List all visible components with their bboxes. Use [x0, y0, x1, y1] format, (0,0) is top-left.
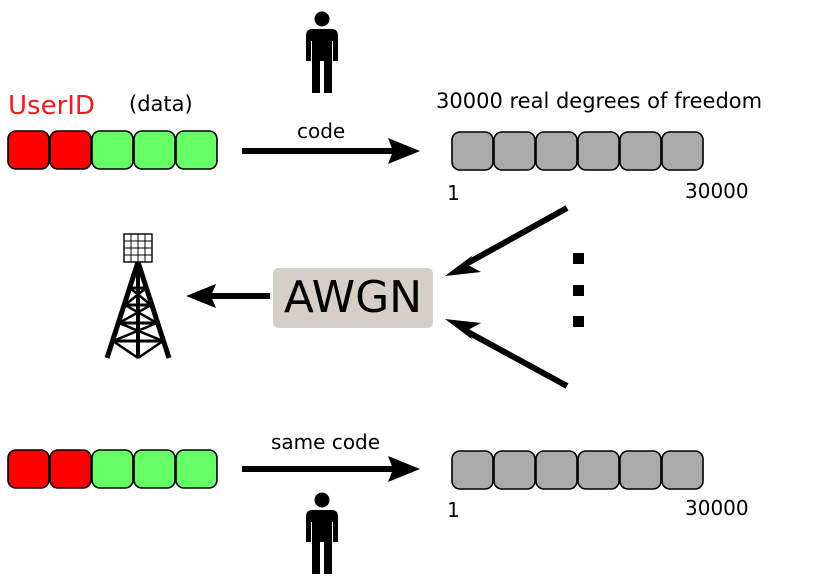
- bottom-code-label: same code: [271, 430, 381, 454]
- top-packet-cell-data-2: [133, 130, 176, 170]
- bottom-packet: [7, 449, 218, 489]
- top-channel-cells: [451, 131, 704, 171]
- lower-converge-arrow-icon: [445, 319, 569, 389]
- top-channel-last-index: 30000: [685, 179, 749, 203]
- top-user-person-icon: [306, 11, 338, 93]
- bottom-packet-cell-userid-2: [49, 449, 92, 489]
- vertical-ellipsis: [573, 253, 584, 327]
- top-packet-cell-userid-2: [49, 130, 92, 170]
- degrees-of-freedom-label: 30000 real degrees of freedom: [436, 89, 763, 113]
- upper-converge-arrow-icon: [445, 205, 569, 276]
- top-packet: [7, 130, 218, 170]
- top-code-arrow-icon: [242, 138, 420, 164]
- top-packet-cell-userid-1: [7, 130, 50, 170]
- bottom-packet-cell-userid-1: [7, 449, 50, 489]
- top-packet-cell-data-1: [91, 130, 134, 170]
- bottom-channel-last-index: 30000: [685, 496, 749, 520]
- userid-label: UserID: [8, 91, 95, 121]
- to-base-station-arrow-icon: [186, 284, 270, 308]
- awgn-box: AWGN: [273, 268, 433, 328]
- top-code-label: code: [297, 119, 346, 143]
- awgn-label: AWGN: [283, 272, 423, 323]
- top-packet-cell-data-3: [175, 130, 218, 170]
- base-station-icon: [104, 233, 172, 360]
- bottom-channel-cells: [451, 450, 704, 490]
- bottom-packet-cell-data-1: [91, 449, 134, 489]
- bottom-channel-first-index: 1: [447, 498, 460, 522]
- bottom-packet-cell-data-2: [133, 449, 176, 489]
- data-label: (data): [129, 92, 193, 116]
- bottom-code-arrow-icon: [242, 456, 420, 482]
- bottom-user-person-icon: [306, 492, 338, 574]
- top-channel-first-index: 1: [447, 181, 460, 205]
- bottom-packet-cell-data-3: [175, 449, 218, 489]
